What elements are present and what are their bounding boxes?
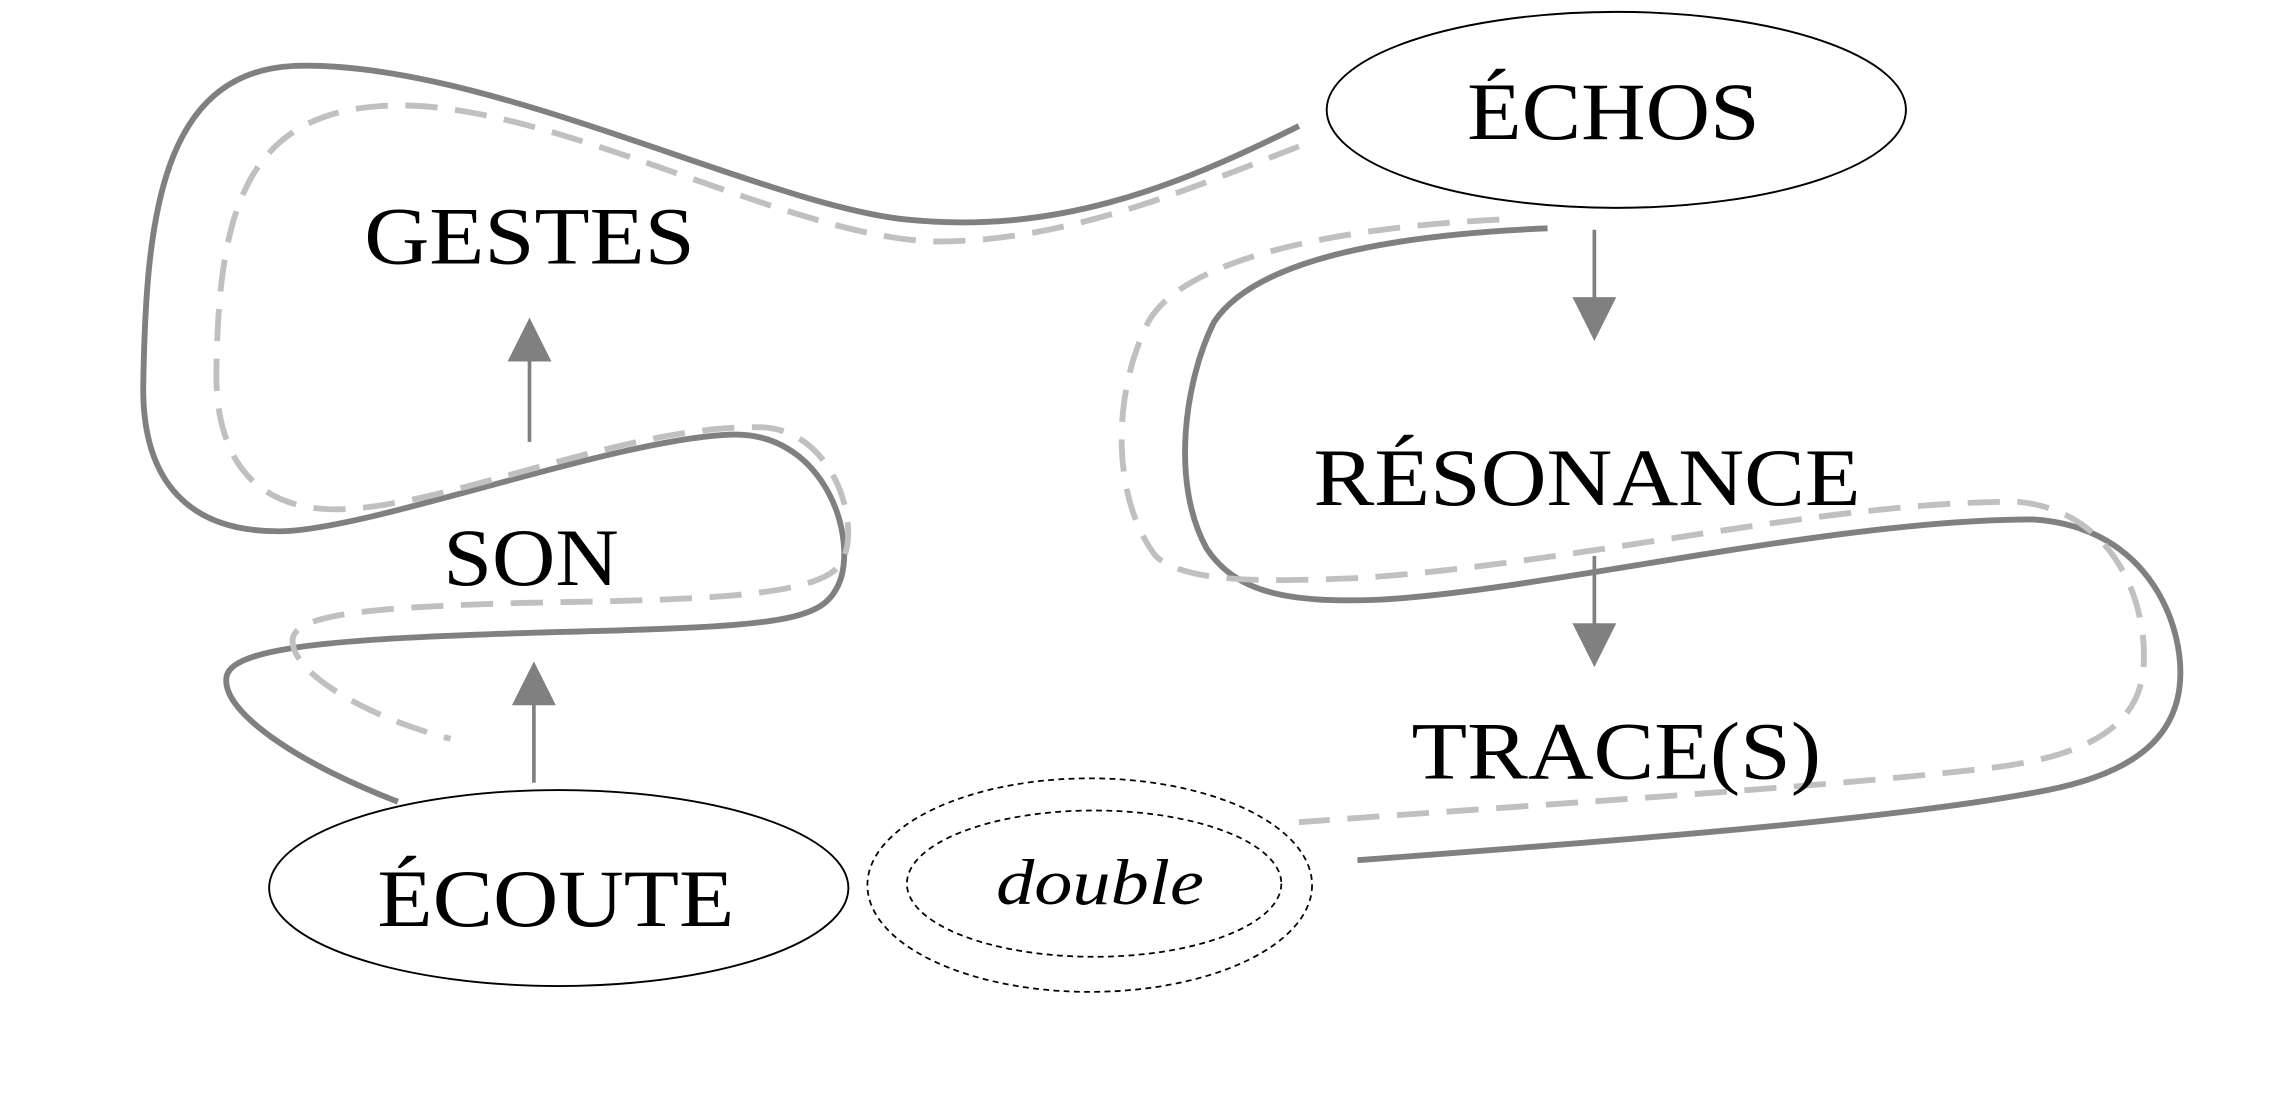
traces-label[interactable]: TRACE(S) xyxy=(1412,705,1822,796)
double-label[interactable]: double xyxy=(996,847,1204,918)
arrow-resonance-to-traces xyxy=(1572,555,1617,668)
echos-ellipse[interactable] xyxy=(1325,10,1907,209)
echos-label: ÉCHOS xyxy=(1467,66,1760,157)
arrow-ecoute-to-son xyxy=(511,661,556,783)
arrow-echos-to-resonance xyxy=(1572,229,1617,341)
right-solid-path xyxy=(1182,225,2184,864)
ecoute-label: ÉCOUTE xyxy=(377,853,734,944)
son-label[interactable]: SON xyxy=(443,512,619,603)
right-dashed-path xyxy=(1118,216,2147,826)
ecoute-ellipse[interactable] xyxy=(268,789,850,987)
arrow-son-to-gestes xyxy=(507,317,552,442)
resonance-label[interactable]: RÉSONANCE xyxy=(1314,432,1861,523)
gestes-label[interactable]: GESTES xyxy=(364,190,695,281)
left-dashed-path xyxy=(213,102,1300,742)
double-outer-ellipse xyxy=(866,777,1313,993)
double-inner-ellipse xyxy=(906,809,1283,958)
left-solid-path xyxy=(140,62,1301,805)
